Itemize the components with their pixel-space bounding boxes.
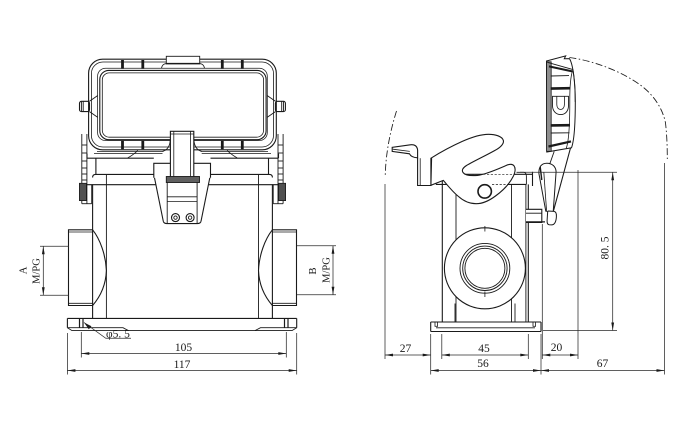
svg-text:27: 27 bbox=[400, 343, 412, 355]
svg-text:80. 5: 80. 5 bbox=[600, 236, 612, 259]
svg-text:56: 56 bbox=[477, 358, 489, 370]
svg-text:20: 20 bbox=[551, 342, 563, 354]
svg-text:105: 105 bbox=[175, 342, 193, 354]
svg-text:67: 67 bbox=[597, 358, 609, 370]
svg-text:M/PG: M/PG bbox=[322, 257, 333, 283]
svg-text:φ5. 5: φ5. 5 bbox=[106, 328, 130, 340]
svg-text:117: 117 bbox=[174, 359, 191, 371]
svg-text:A: A bbox=[19, 266, 30, 274]
svg-text:M/PG: M/PG bbox=[32, 258, 43, 284]
svg-text:45: 45 bbox=[478, 343, 490, 355]
svg-text:B: B bbox=[308, 267, 319, 274]
